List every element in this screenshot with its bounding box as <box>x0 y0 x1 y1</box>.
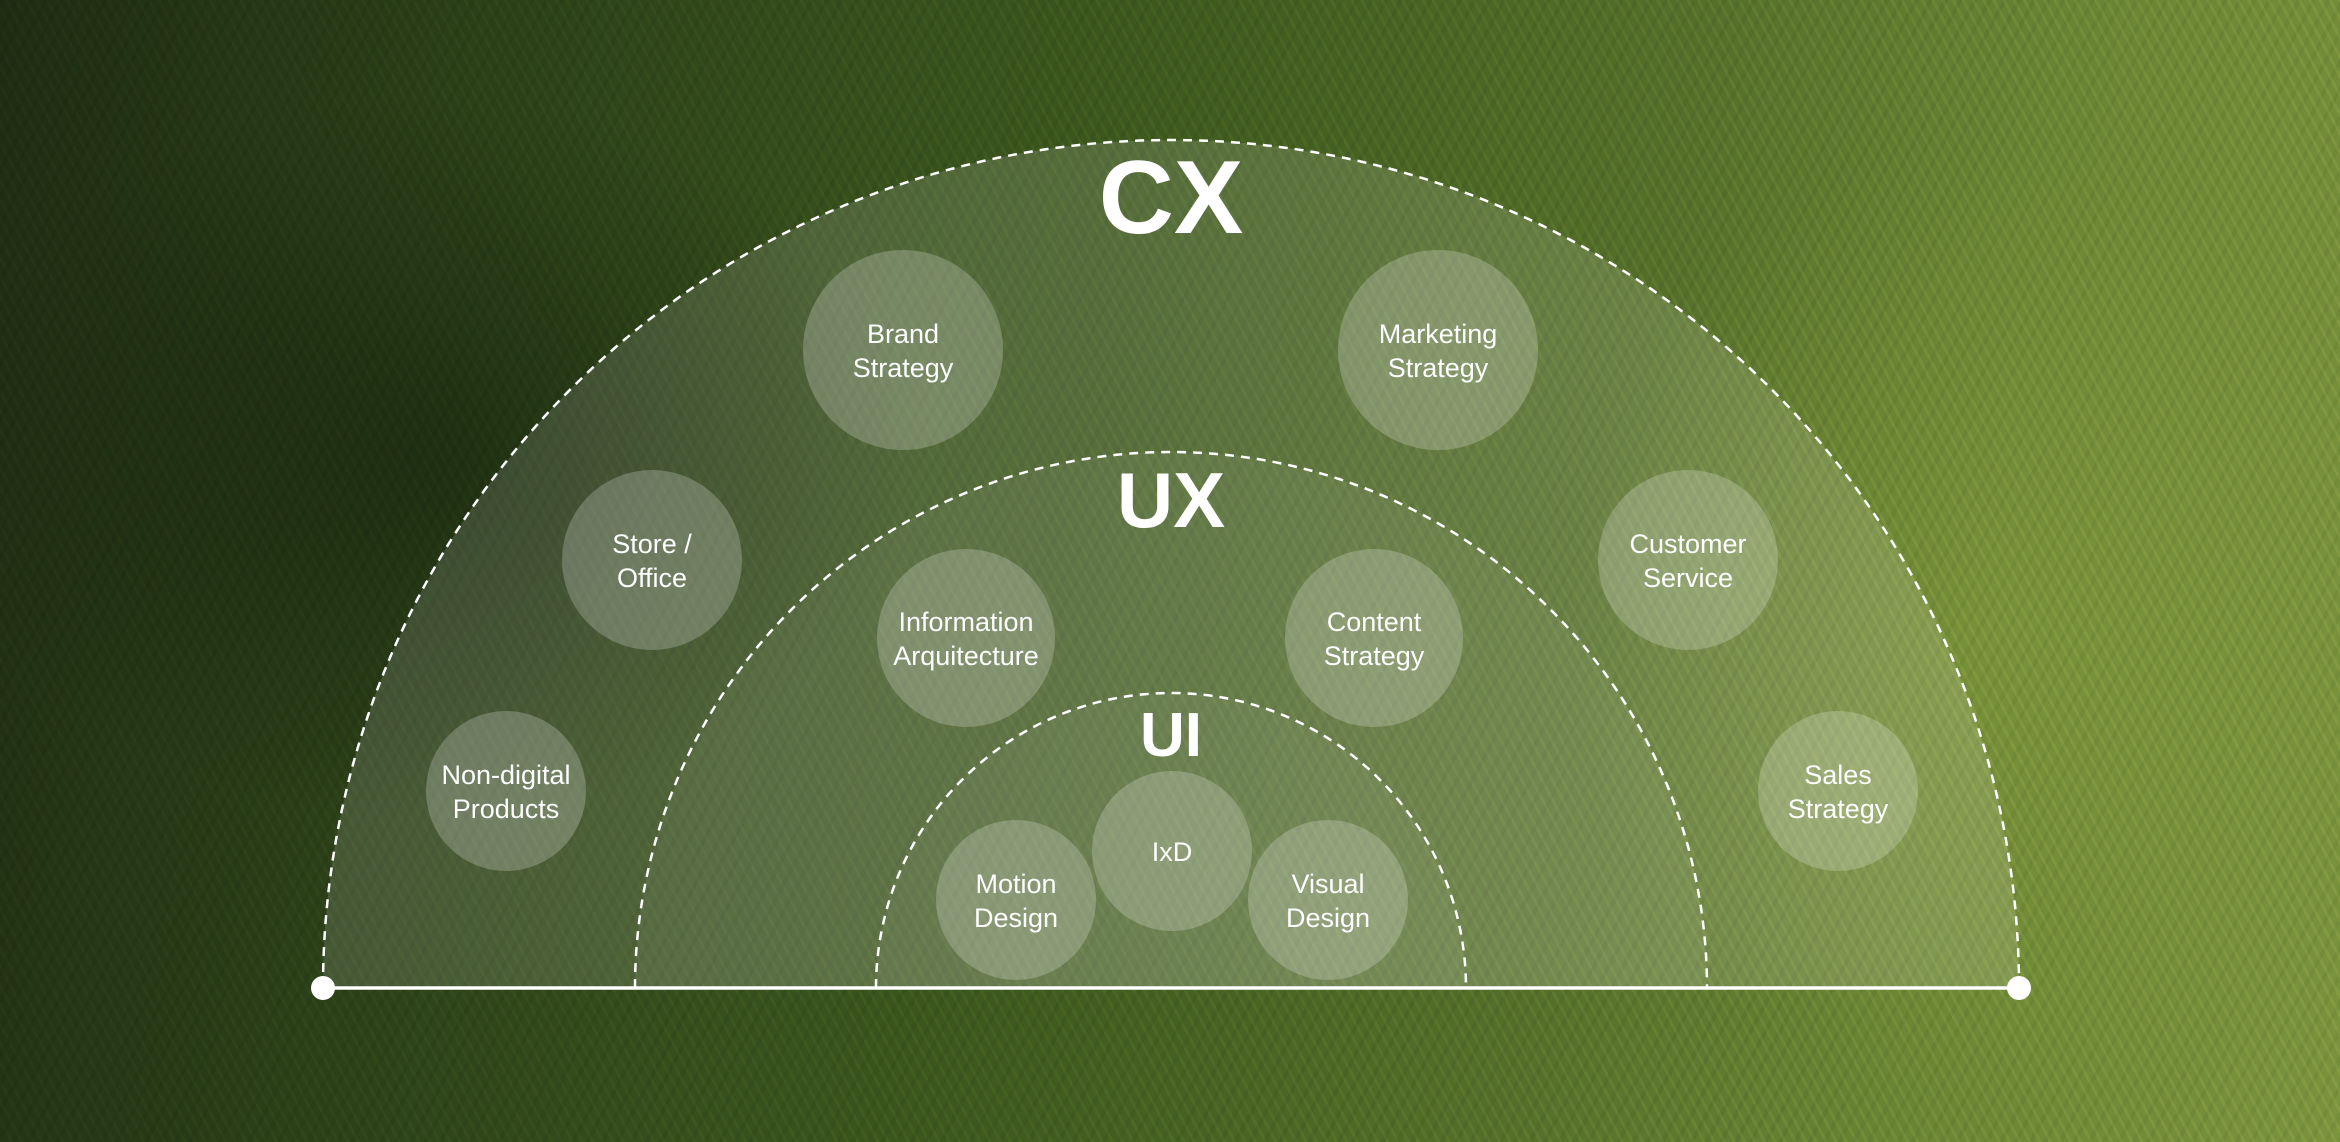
cx-label: CX <box>1099 140 1243 256</box>
node-circle <box>1338 250 1538 450</box>
node-label: Motion <box>975 869 1056 899</box>
node-label: Strategy <box>1324 641 1425 671</box>
node-circle <box>1248 820 1408 980</box>
node-label: Arquitecture <box>893 641 1039 671</box>
node-label: Customer <box>1629 529 1746 559</box>
cx-area <box>323 140 2019 988</box>
node-circle <box>426 711 586 871</box>
node-label: Marketing <box>1379 319 1498 349</box>
node-label: IxD <box>1152 837 1193 867</box>
node-circle <box>936 820 1096 980</box>
node-label: Office <box>617 563 687 593</box>
ux-area <box>635 452 1707 988</box>
node-label: Products <box>453 794 560 824</box>
node-circle <box>1092 771 1252 931</box>
store-office-node: Store / Office <box>562 470 742 650</box>
node-label: Brand <box>867 319 939 349</box>
node-circle <box>562 470 742 650</box>
node-label: Non-digital <box>441 760 570 790</box>
node-label: Visual <box>1291 869 1364 899</box>
baseline-start-dot <box>311 976 335 1000</box>
node-circle <box>877 549 1055 727</box>
node-label: Strategy <box>1788 794 1889 824</box>
ixd-node: IxD <box>1092 771 1252 931</box>
cx-arc <box>321 138 2021 989</box>
node-label: Sales <box>1804 760 1872 790</box>
node-circle <box>1598 470 1778 650</box>
ux-arc <box>633 450 1709 989</box>
node-circle <box>1758 711 1918 871</box>
node-circle <box>803 250 1003 450</box>
node-label: Design <box>1286 903 1370 933</box>
node-label: Store / <box>612 529 692 559</box>
ui-arc <box>874 691 1468 989</box>
node-label: Content <box>1327 607 1422 637</box>
ui-label: UI <box>1140 701 1202 770</box>
node-label: Strategy <box>853 353 954 383</box>
node-circle <box>1285 549 1463 727</box>
node-label: Service <box>1643 563 1733 593</box>
ux-label: UX <box>1117 456 1225 544</box>
node-label: Strategy <box>1388 353 1489 383</box>
ui-area <box>876 693 1466 988</box>
baseline-end-dot <box>2007 976 2031 1000</box>
node-label: Design <box>974 903 1058 933</box>
node-label: Information <box>898 607 1033 637</box>
